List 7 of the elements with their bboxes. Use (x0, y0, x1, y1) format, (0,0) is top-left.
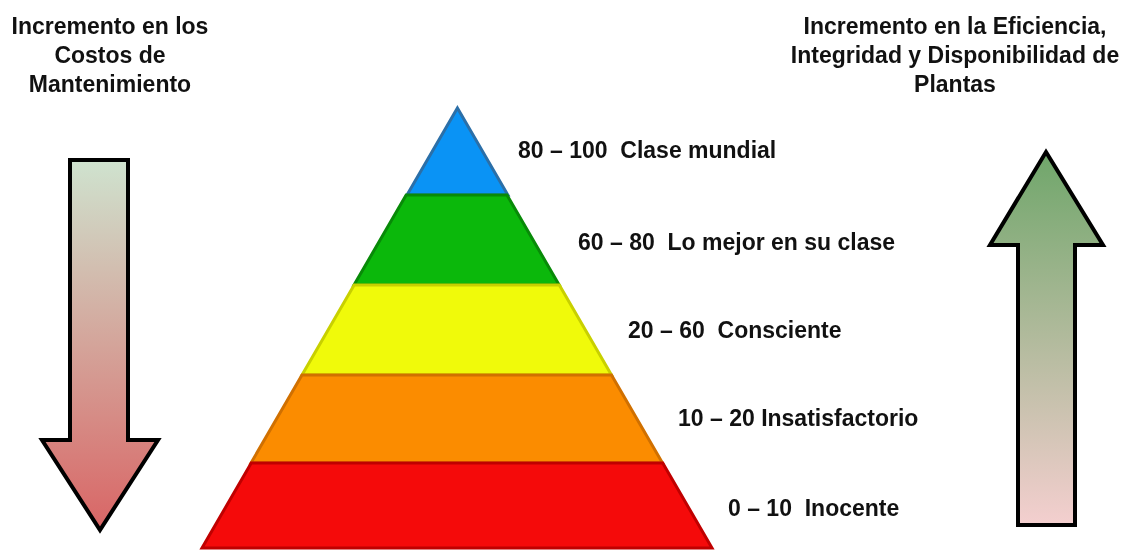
level-label: 20 – 60 Consciente (628, 316, 842, 344)
level-label: 0 – 10 Inocente (728, 494, 900, 522)
level-label: 60 – 80 Lo mejor en su clase (578, 228, 896, 256)
heading: Incremento en la Eficiencia, Integridad y Disponibilidad de Plantas (789, 12, 1121, 99)
level-label: 80 – 100 Clase mundial (518, 136, 777, 164)
level-label: 10 – 20 Insatisfactorio (678, 404, 919, 432)
heading: Incremento en los Costos de Mantenimiento (10, 12, 210, 99)
